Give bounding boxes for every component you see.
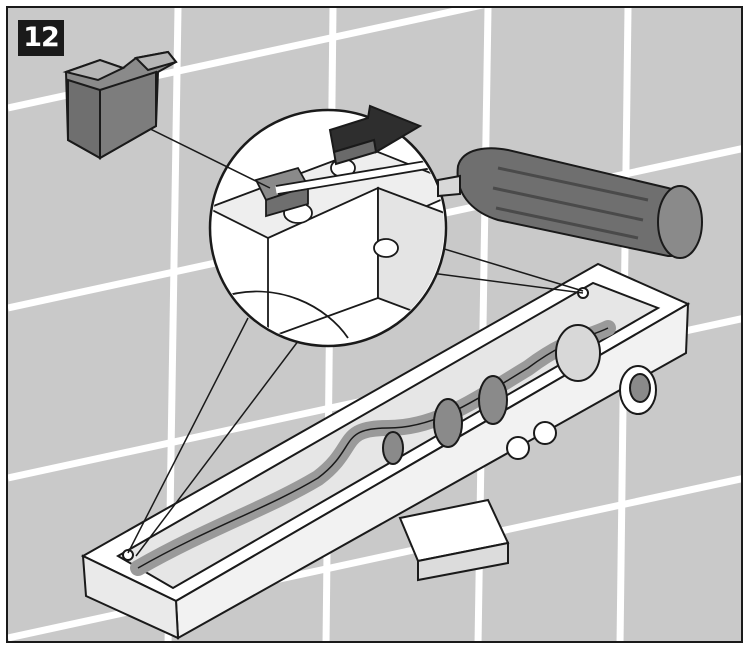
screwdriver xyxy=(437,147,703,259)
zoom-callout xyxy=(208,108,448,348)
clip-leader-line xyxy=(127,117,271,189)
clip-part xyxy=(62,50,178,160)
step-number-badge: 12 xyxy=(18,20,64,56)
push-arrow xyxy=(328,104,423,166)
installation-illustration xyxy=(8,8,741,641)
mounting-bracket xyxy=(398,498,510,582)
thermostat-body xyxy=(80,262,691,640)
instruction-figure-frame: 12 xyxy=(6,6,743,643)
